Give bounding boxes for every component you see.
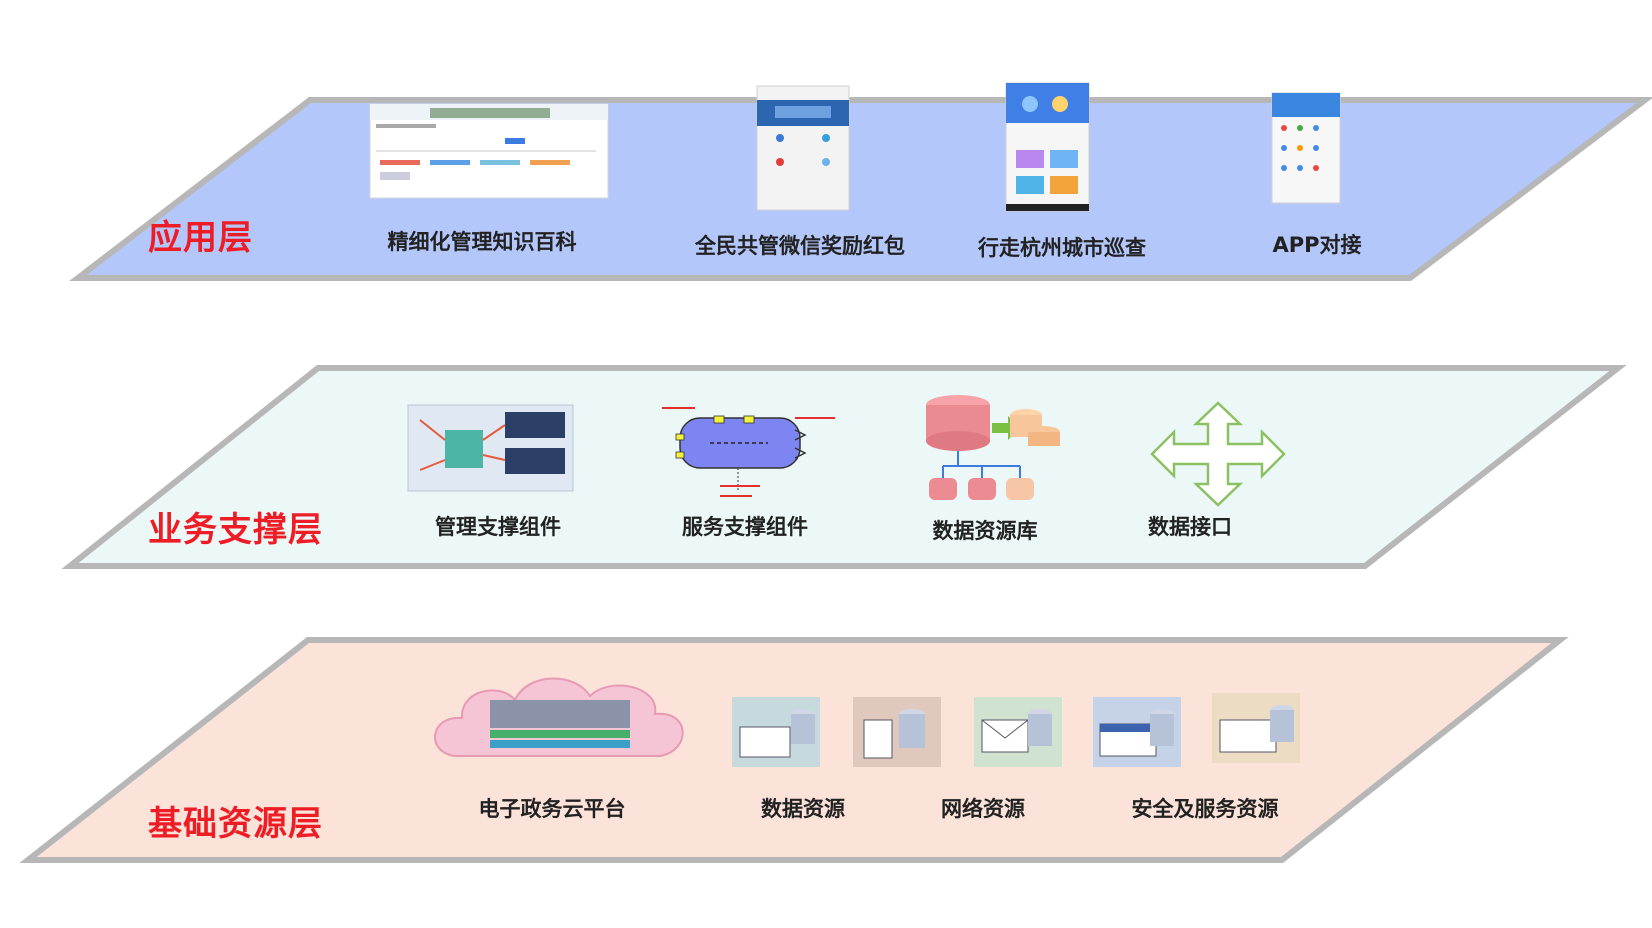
knowledge-portal-screenshot-icon [369, 103, 609, 199]
service-resource-icon-2 [1212, 693, 1300, 763]
management-support-component-icon [407, 404, 574, 492]
service-resource-icon [1093, 697, 1181, 767]
base-item-data: 数据资源 [761, 797, 845, 821]
support-layer-title: 业务支撑层 [148, 510, 323, 550]
app-item-knowledge: 精细化管理知识百科 [387, 230, 577, 254]
security-resource-icon [974, 697, 1062, 767]
app-item-patrol: 行走杭州城市巡查 [978, 236, 1146, 260]
base-item-security-service: 安全及服务资源 [1131, 797, 1279, 821]
city-patrol-phone-screenshot-icon [1005, 82, 1090, 212]
cloud-platform-icon [434, 677, 684, 757]
network-resource-icon [853, 697, 941, 767]
base-layer-title: 基础资源层 [148, 804, 323, 844]
data-resource-database-icon [926, 395, 1060, 500]
app-item-wechat: 全民共管微信奖励红包 [695, 234, 905, 258]
support-item-interface: 数据接口 [1148, 515, 1232, 539]
four-way-arrow-interface-icon [1150, 401, 1286, 507]
service-support-component-icon [662, 407, 835, 497]
app-phone-screenshot-icon [1271, 92, 1341, 204]
base-item-network: 网络资源 [941, 797, 1025, 821]
support-item-database: 数据资源库 [932, 519, 1038, 543]
support-item-service: 服务支撑组件 [682, 515, 808, 539]
wechat-phone-screenshot-icon [756, 85, 850, 211]
app-layer-title: 应用层 [148, 218, 253, 258]
support-item-management: 管理支撑组件 [435, 515, 561, 539]
data-resource-icon [732, 697, 820, 767]
base-item-cloud: 电子政务云平台 [478, 797, 626, 821]
app-item-app: APP对接 [1272, 233, 1362, 257]
